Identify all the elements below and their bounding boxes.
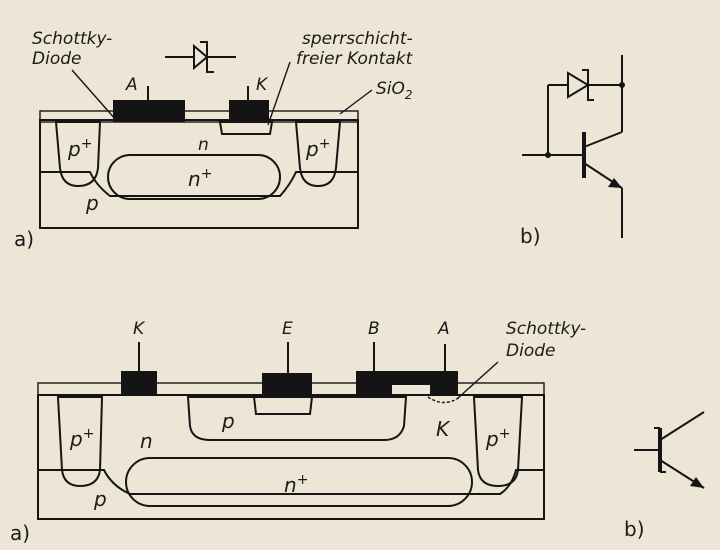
- top-label-schottky-2: Diode: [32, 49, 81, 69]
- bottom-label-p-substrate: p: [93, 487, 107, 511]
- top-label-p-plus-right: p+: [305, 136, 330, 161]
- bottom-label-n: n: [140, 429, 153, 453]
- top-ohmic-n-plus: [218, 121, 274, 135]
- top-pointer-schottky: [71, 69, 117, 121]
- top-part-a: a): [14, 227, 34, 251]
- bottom-emitter-n-plus: [252, 396, 314, 415]
- bottom-metal-k: [121, 371, 157, 395]
- bottom-n-region: [37, 394, 545, 495]
- bottom-p-plus-right: [472, 396, 524, 488]
- top-label-n-plus: n+: [188, 166, 212, 191]
- top-label-p-substrate: p: [85, 191, 99, 215]
- bottom-p-base: [186, 396, 408, 441]
- top-label-p-plus-left: p+: [67, 136, 92, 161]
- bottom-p-plus-left: [56, 396, 104, 488]
- top-cross-section: [39, 61, 373, 229]
- bottom-label-p-plus-left: p+: [69, 426, 94, 451]
- top-label-contact-2: freier Kontakt: [296, 49, 414, 69]
- top-circuit-schematic: [522, 55, 625, 238]
- top-label-n: n: [198, 135, 209, 155]
- top-label-oxide: SiO2: [376, 79, 413, 102]
- bottom-label-schottky-1: Schottky-: [506, 319, 586, 339]
- top-n-plus-buried: [107, 154, 281, 200]
- top-label-contact-1: sperrschicht-: [302, 29, 413, 49]
- bottom-cross-section: [37, 342, 545, 520]
- top-n-region: [39, 119, 359, 197]
- bottom-metal-b-a: [356, 371, 458, 395]
- bottom-label-p-plus-right: p+: [485, 426, 510, 451]
- bottom-part-a: a): [10, 521, 30, 545]
- top-label-anode: A: [125, 75, 138, 95]
- bottom-label-e: E: [282, 319, 293, 339]
- top-p-plus-right: [294, 121, 342, 188]
- bottom-label-b: B: [368, 319, 380, 339]
- top-diode-symbol: [165, 41, 236, 73]
- bottom-label-schottky-2: Diode: [506, 341, 555, 361]
- bottom-schottky-junction: [427, 396, 461, 404]
- top-anode-metal: [113, 100, 185, 122]
- bottom-transistor-symbol: [634, 411, 705, 489]
- bottom-metal-e: [262, 373, 312, 395]
- bottom-label-k: K: [133, 319, 146, 339]
- bottom-label-p-base: p: [221, 409, 235, 433]
- top-cathode-metal: [229, 100, 269, 122]
- top-p-plus-left: [54, 121, 102, 188]
- top-oxide-layer: [39, 110, 359, 123]
- top-label-cathode: K: [256, 75, 269, 95]
- top-pointer-contact: [267, 61, 291, 126]
- bottom-part-b: b): [624, 517, 645, 541]
- top-part-b: b): [520, 224, 541, 248]
- bottom-pointer-schottky: [457, 361, 499, 399]
- top-label-schottky-1: Schottky-: [32, 29, 112, 49]
- bottom-n-plus-buried: [125, 457, 473, 507]
- top-pointer-oxide: [339, 89, 373, 115]
- bottom-label-a: A: [437, 319, 450, 339]
- bottom-label-k-inner: K: [436, 417, 451, 441]
- bottom-label-n-plus: n+: [284, 472, 308, 497]
